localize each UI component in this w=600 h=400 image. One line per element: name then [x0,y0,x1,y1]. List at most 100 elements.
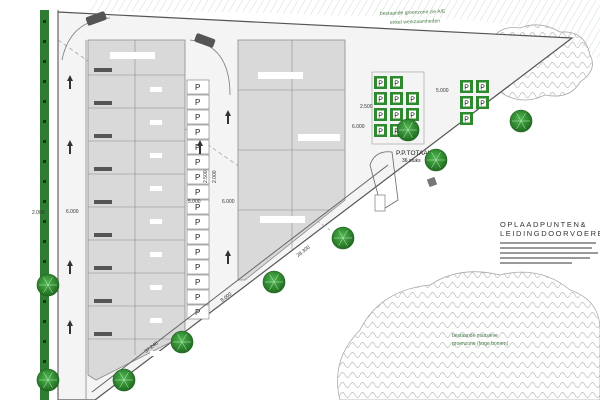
hedge-mark [43,40,46,43]
hedge-mark [43,60,46,63]
stall-tag [150,153,162,158]
parking-p-symbol: P [195,113,200,122]
parking-space: P [186,244,210,260]
hedge-mark [43,200,46,203]
parking-space: P [186,259,210,275]
stall-tag [150,219,162,224]
parking-space: P [186,109,210,125]
stall-car [94,68,112,72]
lower-road-edge [91,164,389,393]
dim-2000-left: 2.000 [32,210,45,216]
parking-p-symbol: P [195,218,200,227]
dim-6000-mid: 6.000 [222,199,235,205]
tree-icon [36,368,60,392]
arrow-icon [67,140,73,154]
ev-p-symbol: P [378,80,383,87]
title-line-1: OPLAADPUNTEN& [500,220,588,229]
dim-2500-ev: 2.500 [360,104,373,110]
title-line-2: LEIDINGDOORVOEREN [500,229,600,238]
car-small [426,176,438,188]
tree-icon [509,109,533,133]
ev-parking-space: P [476,96,489,109]
parking-p-symbol: P [195,98,200,107]
stall-tag [150,351,162,356]
ev-p-symbol: P [394,112,399,119]
ev-p-symbol: P [378,96,383,103]
stall-car [94,299,112,303]
bottom-zone-label2: groenzone (hoge bomen) [452,341,508,347]
ev-p-symbol: P [394,128,399,135]
tree-icon [424,148,448,172]
tree-icon [112,368,136,392]
parking-p-symbol: P [195,83,200,92]
car-top-left [85,11,107,26]
ev-p-symbol: P [464,116,469,123]
parking-p-symbol: P [195,278,200,287]
stall-car [94,167,112,171]
parking-p-symbol: P [195,263,200,272]
stall-car [94,233,112,237]
stall-tag [150,285,162,290]
arrow-icon [67,260,73,274]
parking-p-symbol: P [195,233,200,242]
ev-parking-space: P [406,108,419,121]
stall-car [94,134,112,138]
hedge-mark [43,320,46,323]
parking-p-symbol: P [195,308,200,317]
parking-space: P [186,169,210,185]
entrance-ramp [369,151,399,211]
top-zone-label2: enkel werkzaamheden [390,18,440,26]
top-zone-label: bestaande groenzone zie A/E [380,9,446,17]
parking-space: P [186,139,210,155]
stall-car [94,332,112,336]
tree-icon [331,226,355,250]
ev-p-symbol: P [410,96,415,103]
block-labels [110,52,340,223]
parking-space: P [186,94,210,110]
stall-tag [150,252,162,257]
tree-cluster-bottom [337,271,600,400]
hedge-mark [43,340,46,343]
parking-p-symbol: P [195,143,200,152]
parking-space: P [186,274,210,290]
ev-parking-space: P [390,76,403,89]
stall-tag [150,87,162,92]
ev-parking-space: P [460,80,473,93]
parking-p-symbol: P [195,188,200,197]
dim-5000-ev: 5.000 [436,88,449,94]
arrow-icon [225,250,231,264]
hedge-mark [43,80,46,83]
ev-p-symbol: P [394,80,399,87]
arrow-icon [67,320,73,334]
ev-p-symbol: P [464,100,469,107]
ev-p-symbol: P [378,112,383,119]
parking-p-symbol: P [195,203,200,212]
stall-tag [150,318,162,323]
parking-space: P [186,154,210,170]
parking-p-symbol: P [195,293,200,302]
dim-6000-left: 6.000 [66,209,79,215]
hedge-mark [43,300,46,303]
hedge-mark [43,240,46,243]
ev-parking-space: P [390,108,403,121]
tree-icon [36,273,60,297]
car-top-middle [194,33,216,48]
stall-car [94,101,112,105]
title-notes [500,242,600,264]
parking-p-symbol: P [195,158,200,167]
pp-total-count: 36 stuks [402,158,421,164]
left-stall-lines [88,40,185,356]
stall-tag [150,120,162,125]
dim-5000-mid: 5.000 [188,199,201,205]
hedge-mark [43,360,46,363]
hedge-mark [43,20,46,23]
ev-parking-space: P [374,76,387,89]
ev-p-symbol: P [394,96,399,103]
tree-icon [170,330,194,354]
bottom-zone-label: bestaande massieve [452,333,498,339]
parking-block-left [87,39,186,381]
ramp-gate [374,194,386,212]
stall-tag [150,186,162,191]
dim-6000-ev: 6.000 [352,124,365,130]
